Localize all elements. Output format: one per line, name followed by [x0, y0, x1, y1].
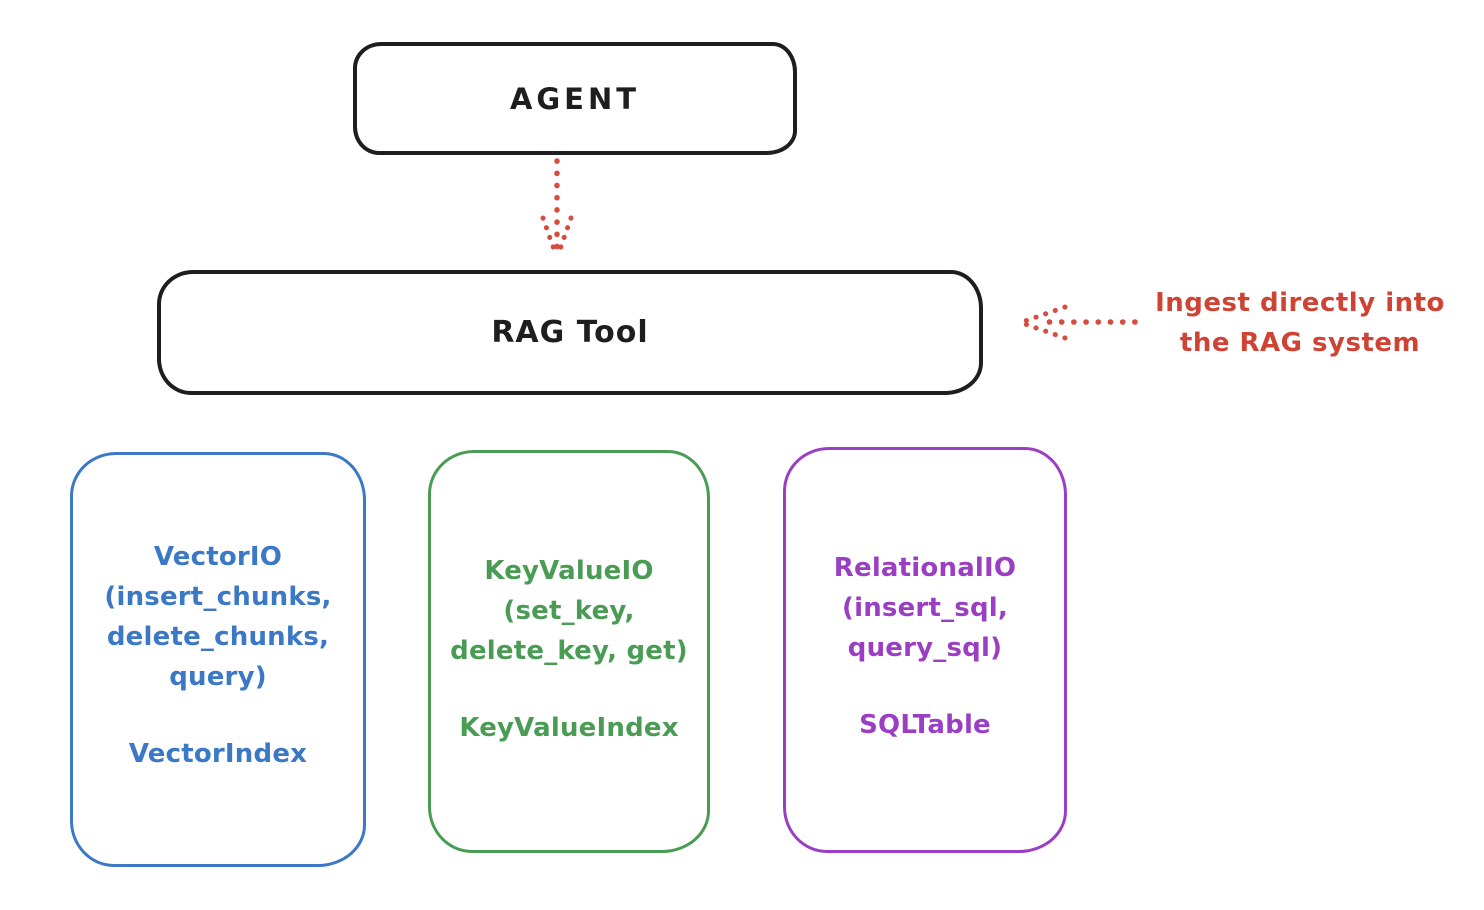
ingest-annotation-line2: the RAG system	[1179, 328, 1421, 358]
rag-tool-node: RAG Tool	[157, 270, 983, 395]
keyvalue-io-arg: (set_key,	[503, 596, 635, 626]
ingest-annotation-line1: Ingest directly into	[1155, 288, 1445, 318]
vector-io-arg: query)	[169, 662, 267, 692]
arrow-annotation-to-rag-icon	[1022, 304, 1138, 341]
agent-label: AGENT	[509, 81, 641, 116]
relational-io-title: RelationalIO	[833, 553, 1017, 583]
relational-io-node: RelationalIO (insert_sql, query_sql) SQL…	[783, 447, 1067, 853]
agent-node: AGENT	[353, 42, 797, 155]
arrow-agent-to-rag-icon	[540, 158, 574, 258]
vector-io-node: VectorIO (insert_chunks, delete_chunks, …	[70, 452, 366, 867]
spacer	[786, 668, 1064, 705]
spacer	[73, 697, 363, 734]
relational-io-arg: query_sql)	[847, 633, 1003, 663]
relational-io-arg: (insert_sql,	[842, 593, 1008, 623]
ingest-annotation: Ingest directly into the RAG system	[1125, 283, 1475, 363]
vector-index-label: VectorIndex	[128, 739, 308, 769]
sql-table-label: SQLTable	[859, 710, 991, 740]
vector-io-title: VectorIO	[153, 542, 283, 572]
keyvalue-io-title: KeyValueIO	[484, 556, 654, 586]
vector-io-arg: (insert_chunks,	[104, 582, 332, 612]
keyvalue-io-arg: delete_key, get)	[450, 636, 688, 666]
keyvalue-index-label: KeyValueIndex	[459, 713, 679, 743]
vector-io-arg: delete_chunks,	[106, 622, 330, 652]
rag-tool-label: RAG Tool	[491, 315, 649, 350]
spacer	[431, 671, 707, 708]
keyvalue-io-node: KeyValueIO (set_key, delete_key, get) Ke…	[428, 450, 710, 853]
